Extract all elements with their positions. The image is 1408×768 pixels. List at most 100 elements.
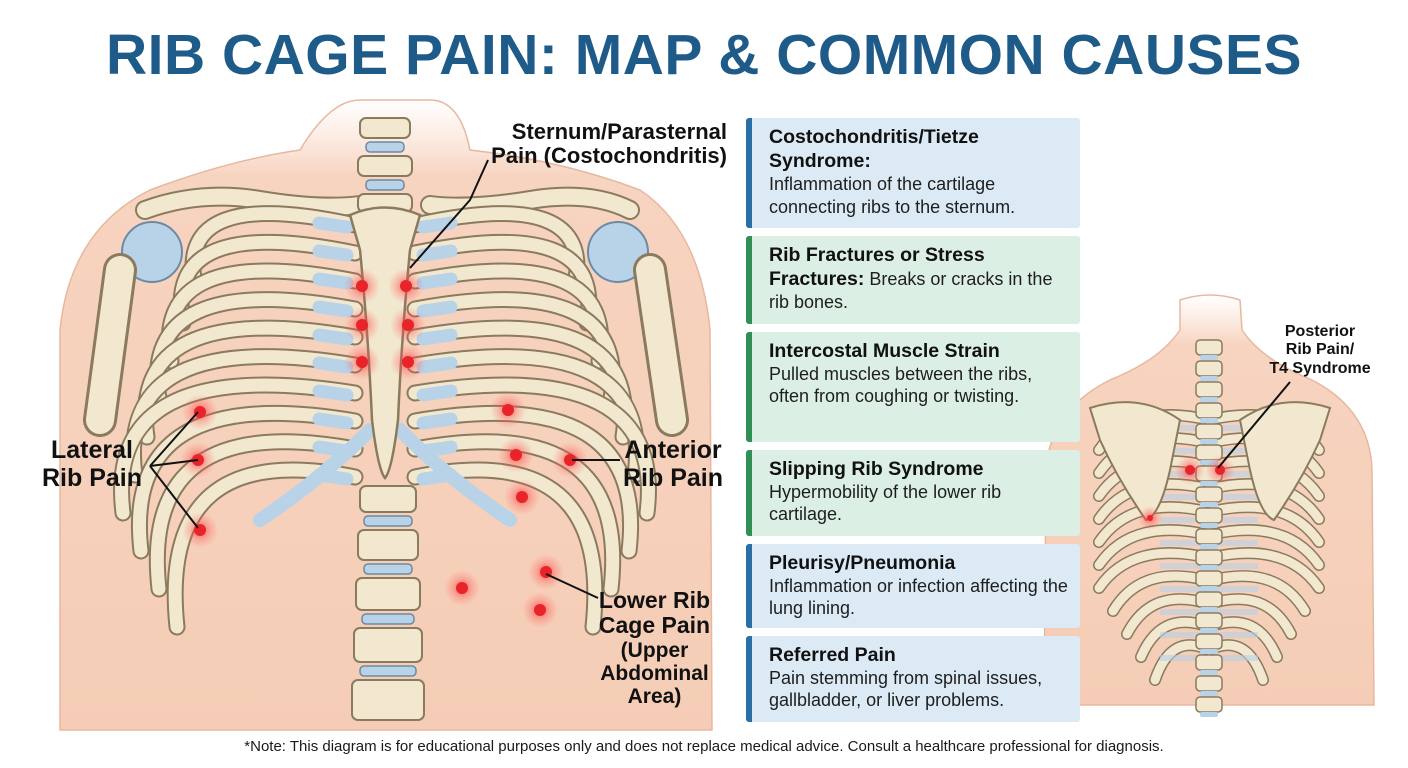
rib-fill [1204, 525, 1324, 570]
rib-fill [133, 406, 362, 558]
front-torso [59, 99, 713, 731]
back-ribs [1093, 409, 1325, 686]
cause-body: Inflammation of the cartilage connecting… [769, 174, 1016, 217]
label-lower-rib-cage-pain: Lower Rib Cage Pain (Upper Abdominal Are… [592, 587, 717, 708]
costal-cartilage [416, 412, 458, 430]
costal-cartilage [312, 412, 354, 430]
vertebra [1195, 612, 1223, 629]
label-line: Rib Pain/ [1285, 341, 1355, 359]
label-line: Rib Pain [622, 463, 723, 492]
cause-body: Breaks or cracks in the rib bones. [769, 269, 1053, 313]
lower-costal-cartilage [253, 423, 517, 527]
pain-point [402, 319, 414, 331]
rib-fill [1204, 571, 1310, 616]
disc [1200, 691, 1218, 696]
cause-heading: Slipping Rib Syndrome [769, 458, 984, 480]
label-line: Anterior [624, 436, 722, 464]
pain-point [1147, 515, 1153, 521]
vertebra [1195, 381, 1223, 398]
rib-fill [408, 406, 637, 558]
disc [1200, 544, 1218, 549]
disc [1200, 628, 1218, 633]
cause-body: Hypermobility of the lower rib cartilage… [769, 482, 1002, 525]
pain-point [502, 404, 514, 416]
rib-fill [1108, 571, 1214, 616]
cause-body: Pain stemming from spinal issues, gallbl… [769, 668, 1043, 711]
left-scapula [1088, 401, 1182, 522]
costal-cartilage [312, 384, 354, 402]
right-shoulder-joint [587, 221, 649, 283]
costal-cartilage [416, 244, 458, 262]
cause-card-pleurisy: Pleurisy/Pneumonia Inflammation or infec… [746, 544, 1080, 628]
posterior-callout-line [1217, 381, 1291, 469]
back-pain-points [1138, 455, 1235, 530]
back-spine [1195, 339, 1223, 717]
rib-fill [115, 378, 362, 520]
vertebra [1195, 696, 1223, 713]
cause-card-intercostal-strain: Intercostal Muscle Strain Pulled muscles… [746, 332, 1080, 442]
pain-point [534, 604, 546, 616]
disc [1200, 607, 1218, 612]
pain-point [194, 406, 206, 418]
vertebra [1195, 675, 1223, 692]
label-lateral-rib-pain: Lateral Rib Pain [36, 436, 148, 492]
pain-point [516, 491, 528, 503]
vertebra [1195, 528, 1223, 545]
label-line: Cage Pain [598, 612, 711, 639]
back-torso [1043, 294, 1375, 717]
front-pain-points [180, 268, 588, 628]
costal-cartilage [312, 300, 354, 318]
pain-point [510, 449, 522, 461]
cause-card-rib-fractures: Rib Fractures or Stress Fractures: Break… [746, 236, 1080, 324]
cause-card-costochondritis: Costochondritis/Tietze Syndrome: Inflamm… [746, 118, 1080, 228]
costal-cartilage [416, 356, 458, 374]
disc [1200, 523, 1218, 528]
label-line: Posterior [1284, 323, 1356, 340]
label-line: Abdominal [600, 661, 709, 685]
label-line: Sternum/Parasternal [511, 119, 727, 144]
costal-cartilage [416, 328, 458, 346]
label-line: Area) [627, 684, 682, 708]
vertebra [1195, 360, 1223, 377]
costal-cartilage [312, 244, 354, 262]
cause-heading: Pleurisy/Pneumonia [769, 552, 956, 574]
vertebra [1195, 507, 1223, 524]
pain-point [356, 280, 368, 292]
disc [1200, 565, 1218, 570]
label-line: T4 Syndrome [1269, 359, 1371, 377]
label-line: Lower Rib [598, 587, 711, 613]
label-anterior-rib-pain: Anterior Rib Pain [620, 436, 726, 492]
vertebra [1195, 402, 1223, 419]
pain-point [402, 356, 414, 368]
costal-cartilage [416, 384, 458, 402]
vertebra [1195, 591, 1223, 608]
costal-cartilage [312, 272, 354, 290]
pain-point [400, 280, 412, 292]
rib-fill [168, 463, 362, 634]
costal-cartilage [416, 272, 458, 290]
disc [1200, 397, 1218, 402]
costal-cartilage [416, 300, 458, 318]
lower-callout-line [545, 573, 599, 599]
disc [1200, 439, 1218, 444]
pain-point [564, 454, 576, 466]
label-line: Rib Pain [41, 463, 142, 492]
vertebra [1195, 486, 1223, 503]
costal-cartilage [416, 216, 458, 234]
vertebra [1195, 633, 1223, 650]
cause-body: Pulled muscles between the ribs, often f… [769, 364, 1033, 407]
cause-card-referred-pain: Referred Pain Pain stemming from spinal … [746, 636, 1080, 722]
vertebra [1195, 654, 1223, 671]
label-posterior-rib-pain: Posterior Rib Pain/ T4 Syndrome [1258, 323, 1382, 378]
rib-fill [1204, 548, 1324, 593]
disc [1200, 712, 1218, 717]
costal-cartilage [312, 356, 354, 374]
disc [1200, 355, 1218, 360]
label-line: (Upper [620, 638, 689, 662]
right-scapula [1238, 401, 1332, 522]
disclaimer-note: *Note: This diagram is for educational p… [244, 738, 1164, 755]
vertebra [1195, 423, 1223, 440]
disc [1200, 418, 1218, 423]
disc [1200, 586, 1218, 591]
